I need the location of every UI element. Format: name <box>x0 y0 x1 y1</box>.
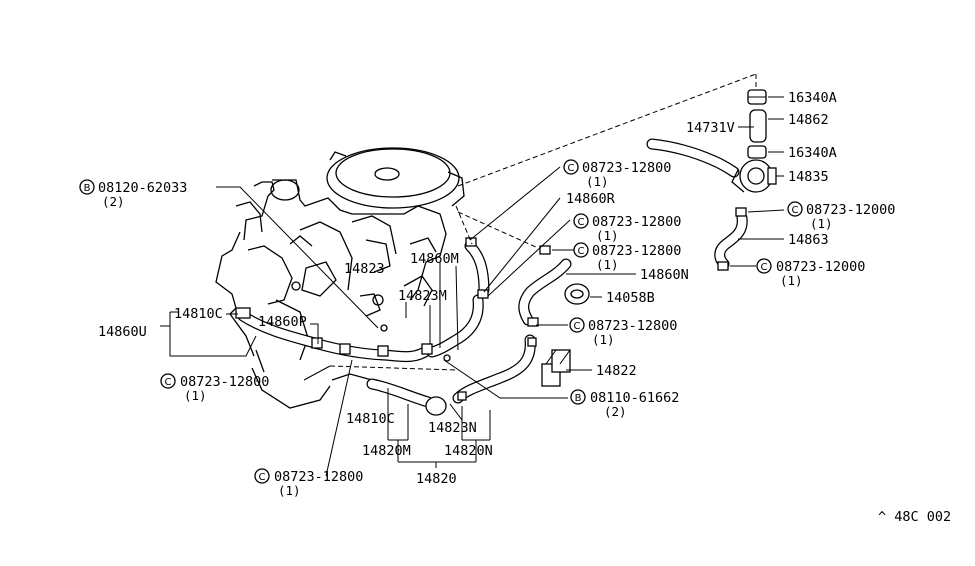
bolt-prefix: B <box>575 393 582 404</box>
label-14823M: 14823M <box>398 288 447 304</box>
qty-08723-12000-b: (1) <box>780 273 803 288</box>
label-14823: 14823 <box>344 261 385 277</box>
clamp-symbol-icon <box>563 159 579 175</box>
pipe-14731V <box>646 138 740 178</box>
label-14822: 14822 <box>596 363 637 379</box>
label-14863: 14863 <box>788 232 829 248</box>
clamp-symbol-icon <box>569 317 585 333</box>
label-08723-12000-a: 08723-12000 <box>806 202 895 218</box>
clamp-prefix: C <box>578 246 585 257</box>
hose-16340A-mid <box>747 145 767 159</box>
qty-08120-62033: (2) <box>102 194 125 209</box>
clamp-symbol-icon <box>756 258 772 274</box>
label-08723-12800-d: 08723-12800 <box>588 318 677 334</box>
label-08723-12800-a: 08723-12800 <box>582 160 671 176</box>
valve-14835 <box>731 159 777 193</box>
label-14810C-left: 14810C <box>174 306 223 322</box>
qty-08723-12800-b: (1) <box>596 228 619 243</box>
engine-block <box>215 147 465 409</box>
label-14058B: 14058B <box>606 290 655 306</box>
label-14731V: 14731V <box>686 120 735 136</box>
clamp-symbol-icon <box>160 373 176 389</box>
label-08723-12800-c: 08723-12800 <box>592 243 681 259</box>
label-08110-61662: 08110-61662 <box>590 390 679 406</box>
valve-14810C-left <box>235 307 251 319</box>
qty-08723-12800-e: (1) <box>184 388 207 403</box>
clamp-prefix: C <box>574 321 581 332</box>
label-14860M: 14860M <box>410 251 459 267</box>
dashed-reference-lines <box>329 73 757 371</box>
clamp-symbol-icon <box>254 468 270 484</box>
valve-14810C-bottom <box>425 396 447 416</box>
clamp-prefix: C <box>568 163 575 174</box>
label-08723-12000-b: 08723-12000 <box>776 259 865 275</box>
label-14820N: 14820N <box>444 443 493 459</box>
label-08723-12800-f: 08723-12800 <box>274 469 363 485</box>
clamp-prefix: C <box>761 262 768 273</box>
qty-08723-12800-c: (1) <box>596 257 619 272</box>
clamps <box>311 207 747 401</box>
diagram-reference-code: ^ 48C 002 <box>878 509 951 525</box>
bolt-symbol-icon <box>79 179 95 195</box>
label-14835: 14835 <box>788 169 829 185</box>
clamp-14058B <box>564 283 590 305</box>
label-08723-12800-e: 08723-12800 <box>180 374 269 390</box>
clamp-prefix: C <box>792 205 799 216</box>
label-14820M: 14820M <box>362 443 411 459</box>
part-labels: 16340A 14862 14731V 16340A 14835 B 08120… <box>79 90 951 525</box>
label-14862: 14862 <box>788 112 829 128</box>
clamp-prefix: C <box>578 217 585 228</box>
label-14820: 14820 <box>416 471 457 487</box>
hose-14860R <box>464 240 490 296</box>
label-08120-62033: 08120-62033 <box>98 180 187 196</box>
label-16340A-mid: 16340A <box>788 145 837 161</box>
leader-lines <box>160 96 785 477</box>
clamp-symbol-icon <box>573 213 589 229</box>
qty-08110-61662: (2) <box>604 404 627 419</box>
hose-14863 <box>714 212 748 270</box>
hose-16340A-top <box>747 89 767 105</box>
clamp-symbol-icon <box>573 242 589 258</box>
label-14860P: 14860P <box>258 314 307 330</box>
label-14860U: 14860U <box>98 324 147 340</box>
clamp-prefix: C <box>259 472 266 483</box>
bolt-prefix: B <box>84 183 91 194</box>
hose-lower <box>452 334 536 404</box>
qty-08723-12800-a: (1) <box>586 174 609 189</box>
label-14860R: 14860R <box>566 191 616 207</box>
clamp-symbol-icon <box>787 201 803 217</box>
bracket-14822 <box>541 349 571 387</box>
clamp-prefix: C <box>165 377 172 388</box>
label-14810C-bottom: 14810C <box>346 411 395 427</box>
qty-08723-12800-d: (1) <box>592 332 615 347</box>
label-14823N: 14823N <box>428 420 477 436</box>
hose-14860M <box>426 294 484 358</box>
pipe-14820 <box>366 378 434 408</box>
label-16340A-top: 16340A <box>788 90 837 106</box>
label-08723-12800-b: 08723-12800 <box>592 214 681 230</box>
hose-14860N <box>518 258 572 326</box>
bolt-symbol-icon <box>570 389 586 405</box>
tube-14862 <box>749 109 767 143</box>
label-14860N: 14860N <box>640 267 689 283</box>
qty-08723-12000-a: (1) <box>810 216 833 231</box>
qty-08723-12800-f: (1) <box>278 483 301 498</box>
